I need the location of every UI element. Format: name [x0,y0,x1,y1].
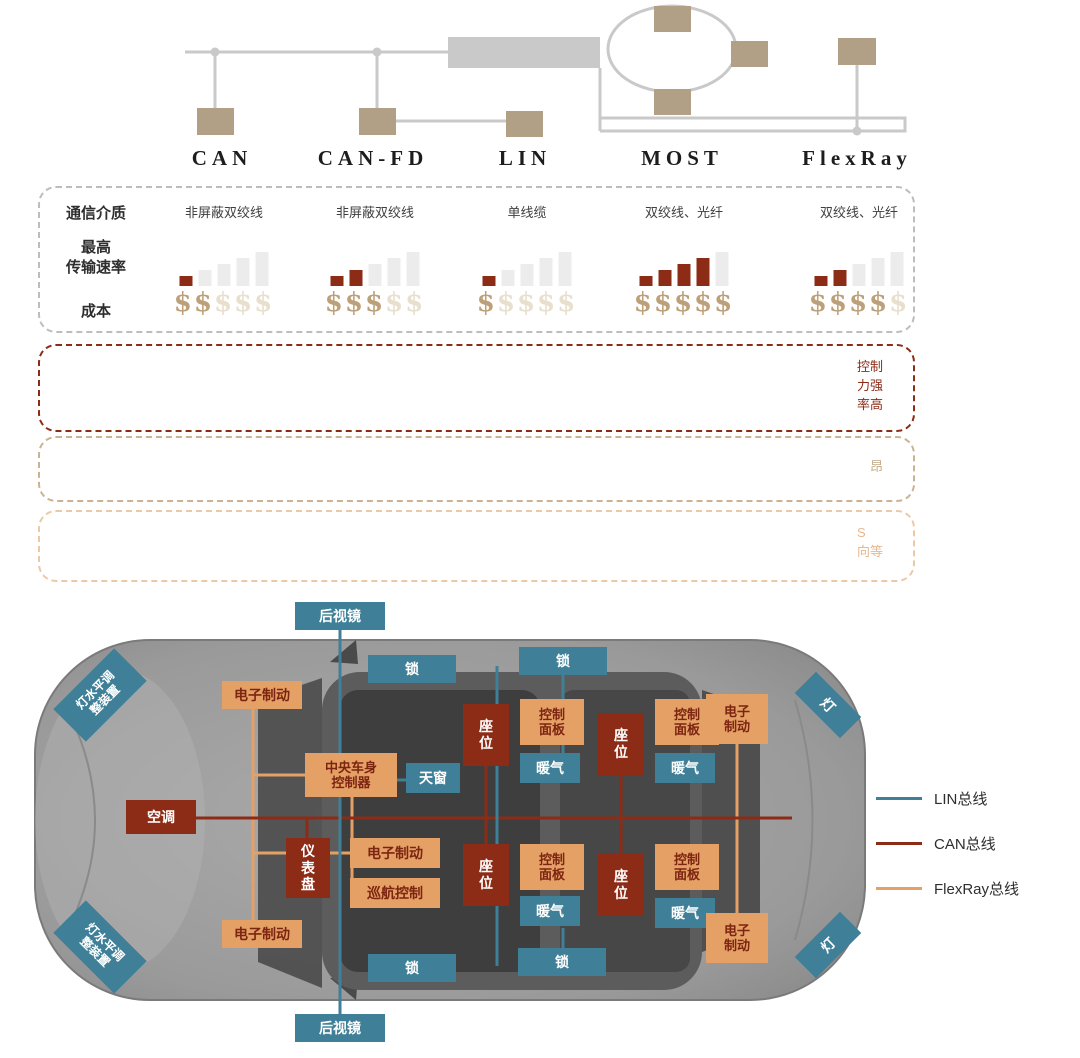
bus-name-canfd: CAN-FD [317,146,429,170]
legend-can: CAN总线 [876,833,996,854]
row-label-speed: 最高 传输速率 [65,239,126,277]
comparison-table: 通信介质 最高 传输速率 成本 非屏蔽双绞线 非屏蔽双绞线 单线缆 双绞线、光纤… [38,186,915,333]
speed-bars-flexray [814,248,904,286]
node-ebrake-top-right: 电子制动 [706,694,768,744]
legend-lin-label: LIN总线 [934,791,988,808]
highlight-box-can: 控制 力强 率高 [38,344,915,432]
node-heater-top-1: 暖气 [520,753,580,783]
speed-bars-can [179,248,269,286]
highlight-box-most-text: 昂 [869,459,883,474]
legend-flexray: FlexRay总线 [876,878,1019,899]
node-lock-top-1: 锁 [368,655,456,683]
bus-name-flexray: FlexRay [802,146,912,170]
node-seat-4: 座位 [598,854,644,916]
highlight-box-flexray-text: S 向等 [856,525,883,559]
bus-name-lin: LIN [498,146,552,170]
bus-topology-diagram [185,4,907,137]
node-lock-bottom-1: 锁 [368,954,456,982]
node-ebrake-top-left: 电子制动 [222,681,302,709]
row-label-medium: 通信介质 [65,205,126,222]
node-heater-bottom-1: 暖气 [520,896,580,926]
node-mirror-top: 后视镜 [295,602,385,630]
cost-dollars-can: $$$$$ [173,288,275,318]
lin-bus-bar [448,37,600,68]
bus-name-most: MOST [641,146,723,170]
node-lock-bottom-2: 锁 [518,948,606,976]
node-lock-top-2: 锁 [519,647,607,675]
legend-flexray-line [876,887,922,890]
node-sunroof: 天窗 [406,763,460,793]
node-heater-bottom-2: 暖气 [655,898,715,928]
node-seat-1: 座位 [463,704,509,766]
highlight-box-can-text: 控制 力强 率高 [856,359,883,412]
legend-lin-line [876,797,922,800]
highlight-box-most: 昂 [38,436,915,502]
node-control-panel-bottom-1: 控制面板 [520,844,584,890]
node-ac: 空调 [126,800,196,834]
topology-node-boxes [197,6,876,137]
node-control-panel-top-1: 控制面板 [520,699,584,745]
node-ebrake-middle: 电子制动 [350,838,440,868]
node-seat-2: 座位 [598,713,644,775]
medium-flexray: 双绞线、光纤 [819,205,898,220]
cost-dollars-canfd: $$$$$ [324,288,426,318]
row-label-cost: 成本 [80,303,111,320]
legend-lin: LIN总线 [876,788,987,809]
node-cruise-control: 巡航控制 [350,878,440,908]
cost-dollars-most: $$$$$ [633,288,735,318]
cost-dollars-flexray: $$$$$ [808,288,910,318]
speed-bars-lin [482,248,572,286]
bus-name-can: CAN [191,146,253,170]
medium-lin: 单线缆 [507,205,547,220]
medium-most: 双绞线、光纤 [644,205,723,220]
legend-flexray-label: FlexRay总线 [934,881,1020,898]
speed-bars-most [639,248,729,286]
node-ebrake-bottom-right: 电子制动 [706,913,768,963]
node-heater-top-2: 暖气 [655,753,715,783]
medium-canfd: 非屏蔽双绞线 [335,205,414,220]
node-ebrake-bottom-left: 电子制动 [222,920,302,948]
node-seat-3: 座位 [463,844,509,906]
medium-can: 非屏蔽双绞线 [184,205,263,220]
cost-dollars-lin: $$$$$ [476,288,578,318]
legend-can-label: CAN总线 [934,836,996,853]
legend-can-line [876,842,922,845]
node-dashboard: 仪表盘 [286,838,330,898]
node-central-body-controller: 中央车身控制器 [305,753,397,797]
speed-bars-canfd [330,248,420,286]
node-control-panel-bottom-2: 控制面板 [655,844,719,890]
node-mirror-bottom: 后视镜 [295,1014,385,1042]
highlight-box-flexray: S 向等 [38,510,915,582]
